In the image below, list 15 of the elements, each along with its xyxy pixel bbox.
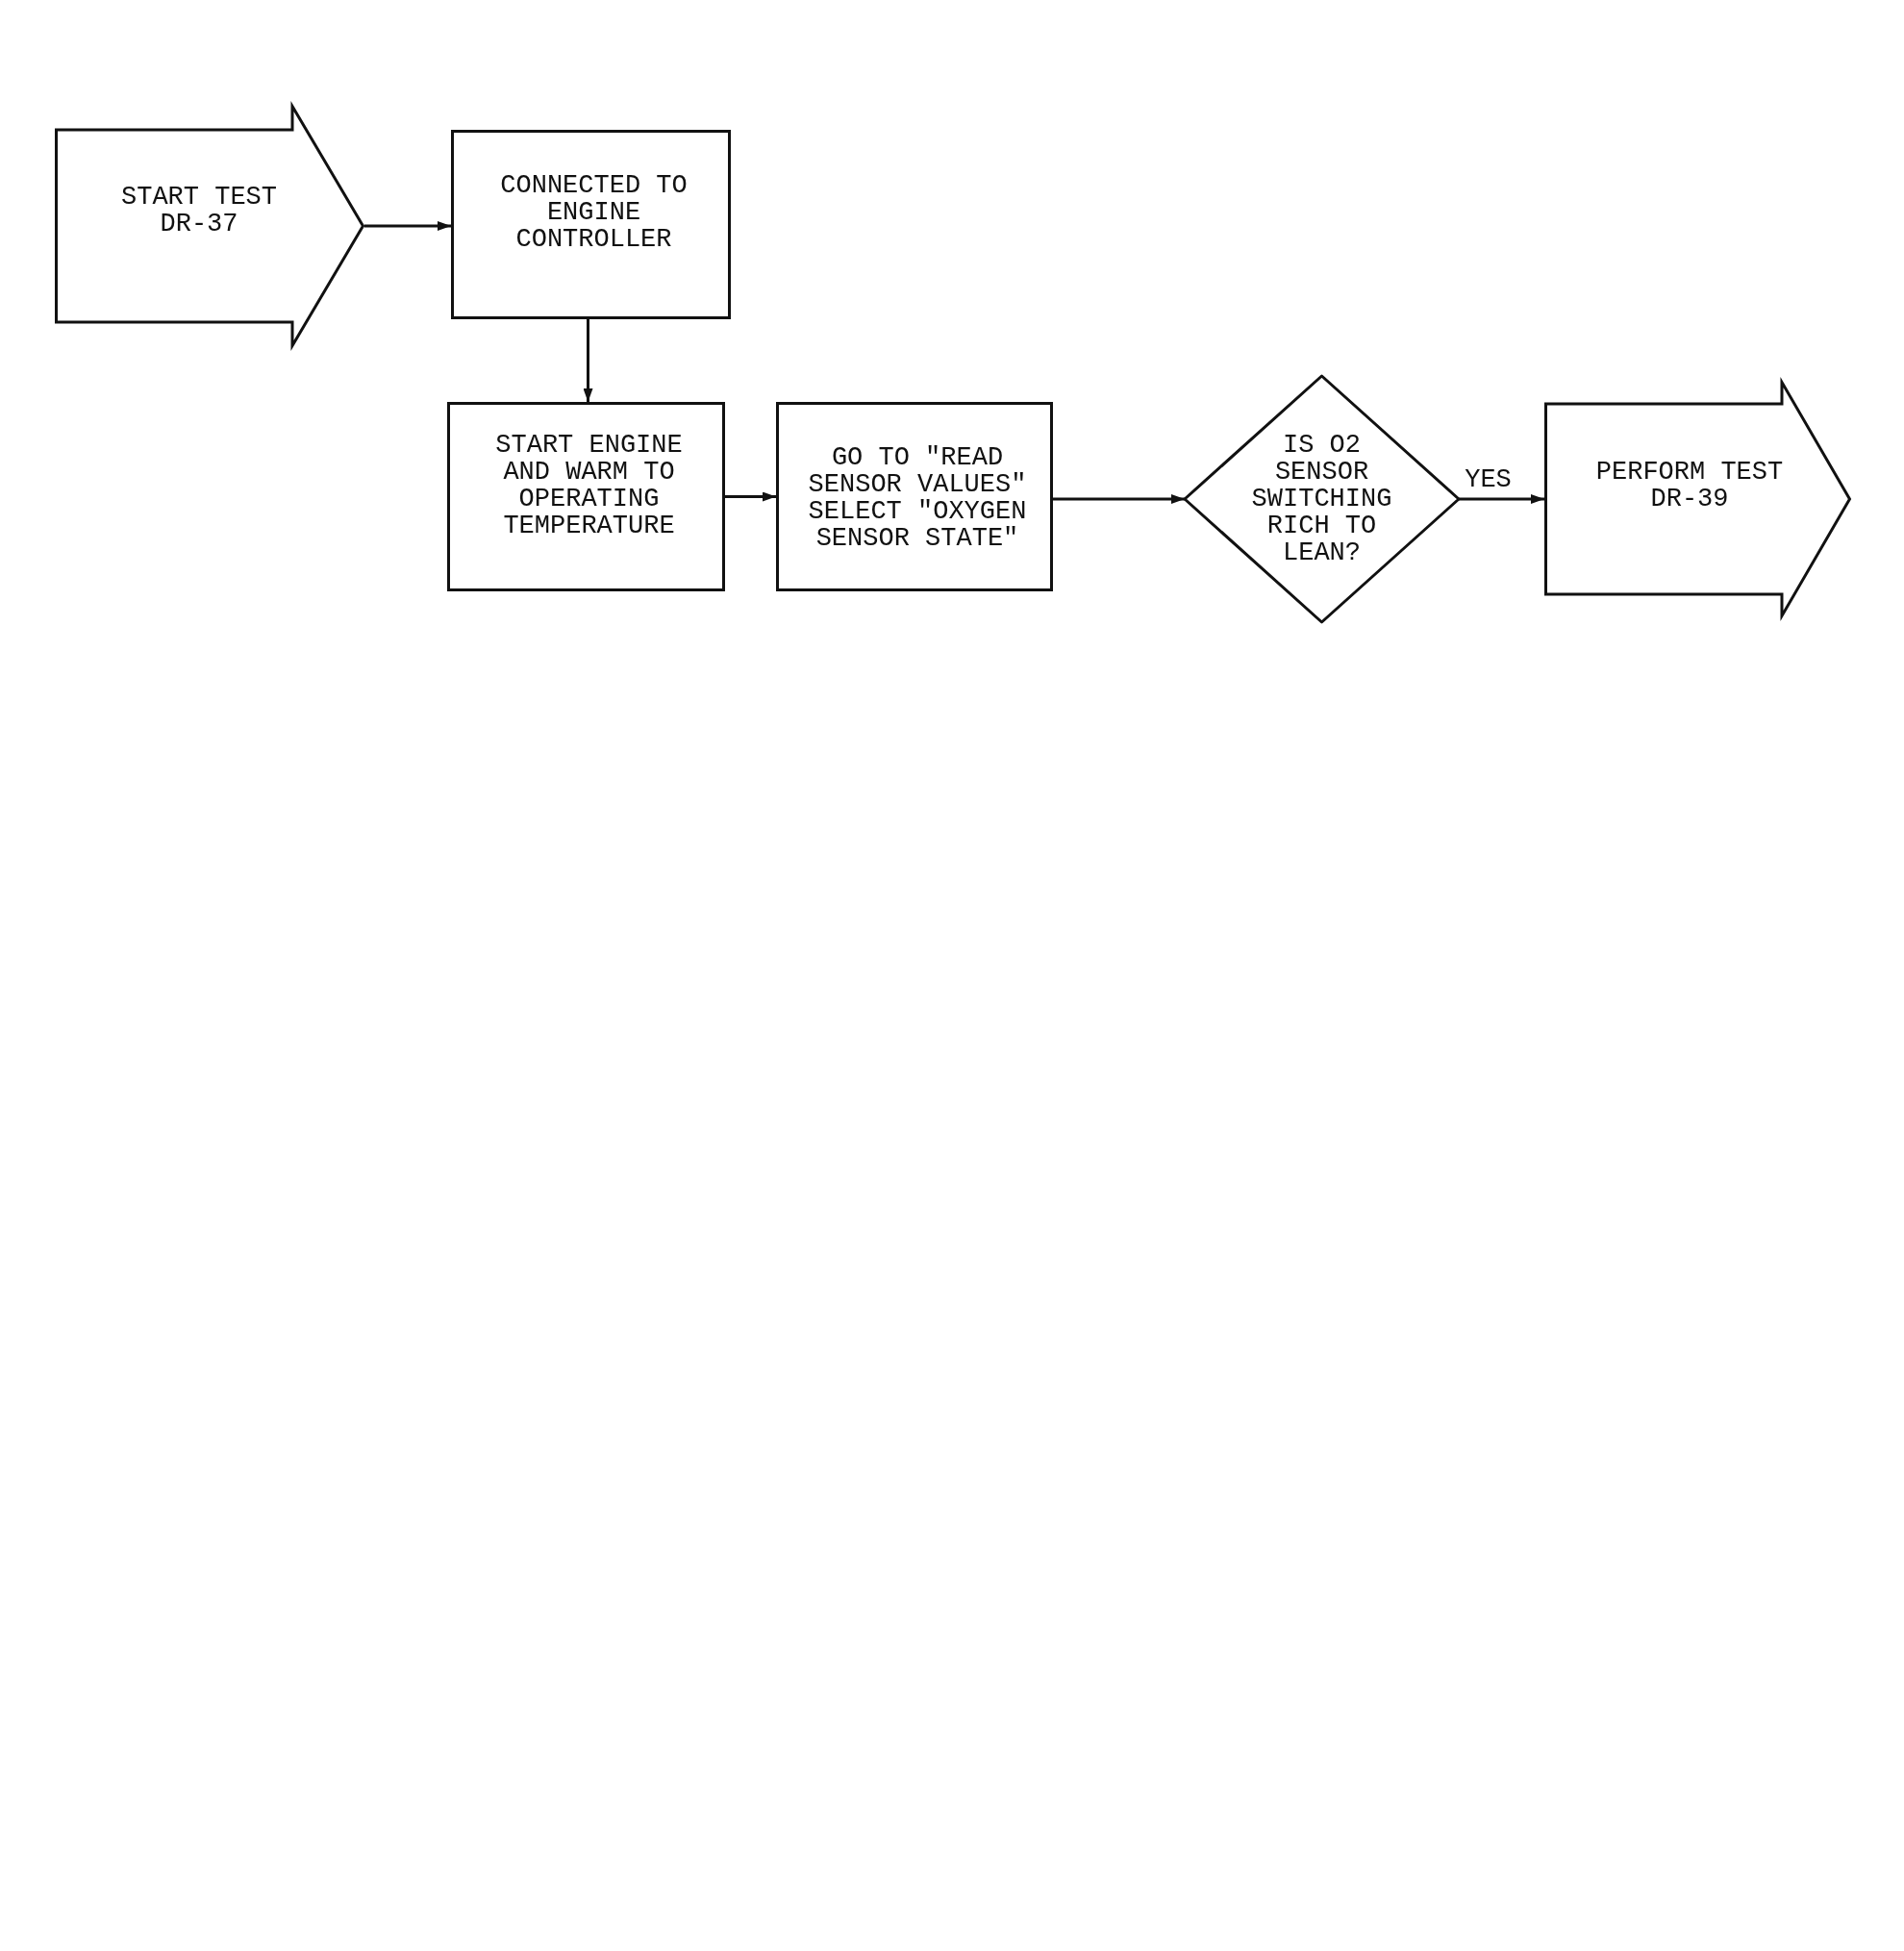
- arrow: [1459, 494, 1544, 504]
- process-box: [451, 130, 731, 319]
- arrow: [364, 221, 451, 231]
- step-text: IS O2 SENSOR SWITCHING RICH TO LEAN?: [1250, 432, 1393, 566]
- process-box: [447, 402, 725, 591]
- process-box: [776, 402, 1053, 591]
- arrow: [725, 491, 776, 502]
- step-text: GO TO "READ SENSOR VALUES" SELECT "OXYGEN SENSOR STATE": [807, 444, 1028, 552]
- arrow: [1053, 494, 1185, 504]
- decision-diamond: [1185, 376, 1459, 622]
- step-text: CONNECTED TO ENGINE CONTROLLER: [499, 172, 689, 253]
- step-text: START TEST DR-37: [120, 184, 278, 238]
- step-text: PERFORM TEST DR-39: [1594, 459, 1785, 513]
- step-text: START ENGINE AND WARM TO OPERATING TEMPERATURE: [494, 432, 684, 539]
- arrow: [583, 319, 593, 402]
